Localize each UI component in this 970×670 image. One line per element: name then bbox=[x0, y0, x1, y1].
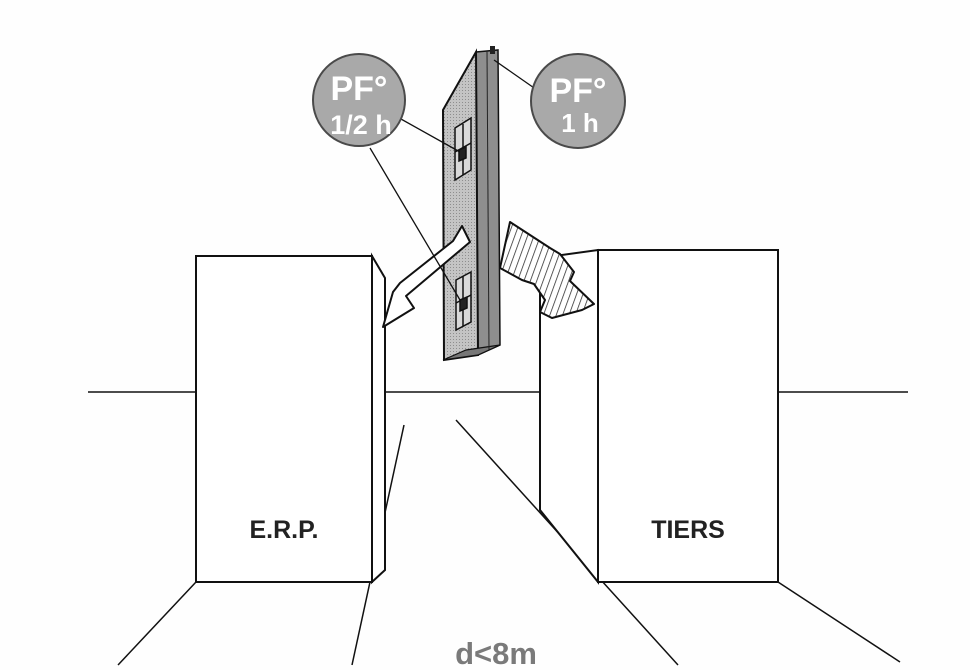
hatched-arrow-right-icon bbox=[499, 221, 595, 319]
badge-right-line2: 1 h bbox=[561, 108, 599, 138]
fire-door-panel-icon bbox=[441, 46, 501, 362]
building-left-label: E.R.P. bbox=[249, 516, 318, 544]
badge-leader-lines bbox=[369, 59, 538, 301]
building-tiers bbox=[539, 248, 779, 585]
building-erp bbox=[195, 252, 386, 585]
building-right-label: TIERS bbox=[651, 516, 725, 544]
badge-pf-one-hour: PF° 1 h bbox=[530, 53, 626, 149]
badge-left-line2: 1/2 h bbox=[330, 110, 392, 140]
distance-label: d<8m bbox=[455, 636, 537, 670]
badge-left-line1: PF° bbox=[330, 70, 387, 108]
badge-right-line1: PF° bbox=[549, 72, 606, 110]
panel-window-top bbox=[454, 116, 472, 182]
badge-pf-half-hour: PF° 1/2 h bbox=[312, 53, 406, 147]
panel-window-bottom bbox=[455, 270, 472, 332]
arrow-left-icon bbox=[382, 225, 471, 328]
